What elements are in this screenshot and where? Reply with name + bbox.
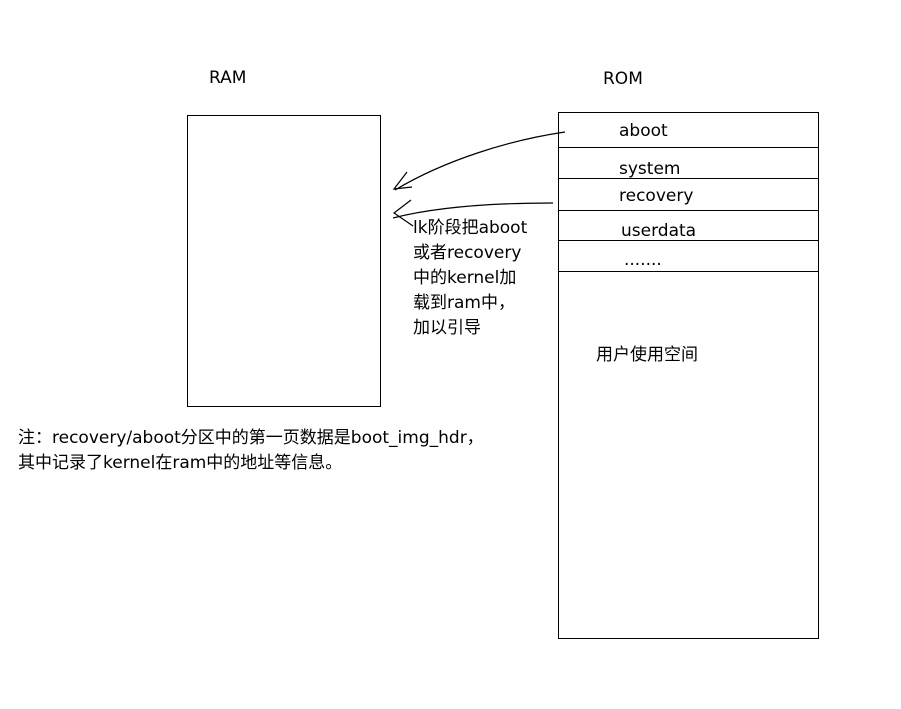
footnote-line-2: 其中记录了kernel在ram中的地址等信息。 xyxy=(18,453,343,473)
partition-more: ....... xyxy=(624,250,662,270)
arrow-note-line-5: 加以引导 xyxy=(413,318,481,338)
rom-divider-4 xyxy=(558,240,819,241)
arrowhead-recovery xyxy=(392,199,414,227)
ram-block xyxy=(187,115,381,407)
partition-system: system xyxy=(619,159,681,179)
rom-block xyxy=(558,112,819,639)
arrowhead-aboot xyxy=(392,171,413,190)
rom-divider-3 xyxy=(558,210,819,211)
partition-aboot: aboot xyxy=(619,121,668,141)
rom-divider-5 xyxy=(558,271,819,272)
footnote-line-1: 注：recovery/aboot分区中的第一页数据是boot_img_hdr， xyxy=(18,428,484,448)
rom-label: ROM xyxy=(603,69,643,89)
arrow-note-line-3: 中的kernel加 xyxy=(413,268,517,288)
arrow-note-line-4: 载到ram中， xyxy=(413,293,515,313)
partition-userdata: userdata xyxy=(621,221,697,241)
rom-divider-2 xyxy=(558,178,819,179)
arrow-recovery-to-ram xyxy=(392,202,554,219)
rom-divider-1 xyxy=(558,147,819,148)
user-space-label: 用户使用空间 xyxy=(596,345,698,365)
ram-label: RAM xyxy=(209,68,247,88)
arrow-note-line-1: lk阶段把aboot xyxy=(413,218,528,238)
partition-recovery: recovery xyxy=(619,186,694,206)
arrow-note-line-2: 或者recovery xyxy=(413,243,522,263)
arrow-aboot-to-ram xyxy=(394,131,566,191)
